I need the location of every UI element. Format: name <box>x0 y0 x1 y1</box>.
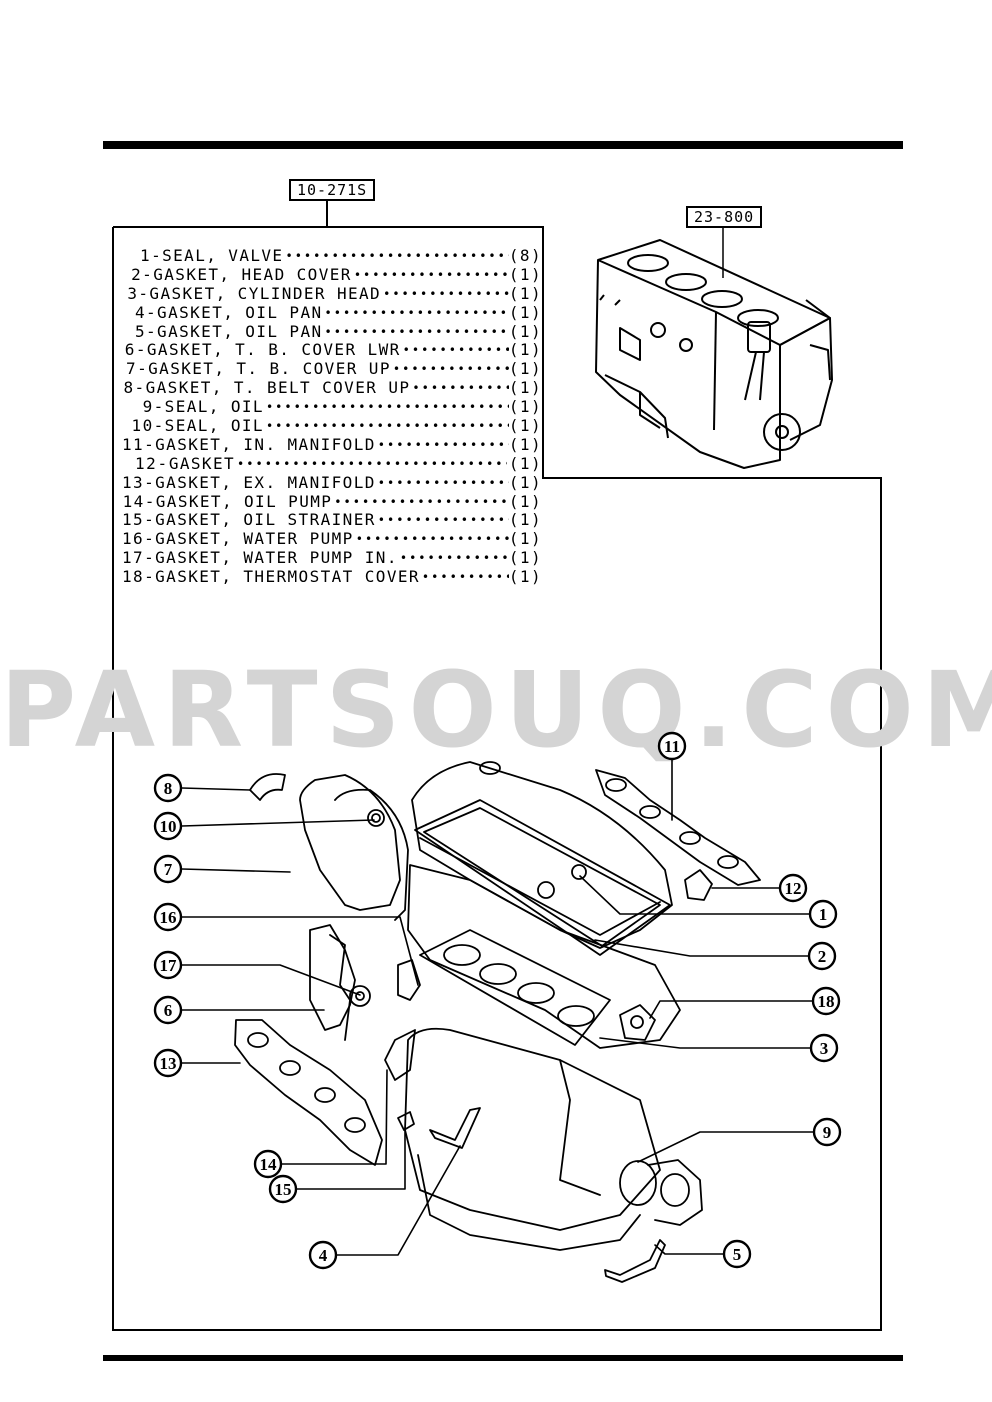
callout-5[interactable]: 5 <box>722 1239 752 1269</box>
oil-pan-gasket-front-shape <box>429 1107 481 1149</box>
svg-text:13: 13 <box>160 1054 177 1073</box>
top-rule <box>103 141 903 149</box>
oil-pump-gasket-shape <box>384 1029 416 1081</box>
list-item[interactable]: 9-SEAL, OIL•••••••••••••••••••••••••••••… <box>142 397 542 417</box>
gasket-12-shape <box>684 869 713 901</box>
callout-14[interactable]: 14 <box>253 1149 283 1179</box>
callout-8[interactable]: 8 <box>153 773 183 803</box>
callout-16[interactable]: 16 <box>153 902 183 932</box>
callout-1[interactable]: 1 <box>808 899 838 929</box>
list-item[interactable]: 3-GASKET, CYLINDER HEAD•••••••••••••••••… <box>127 283 542 303</box>
callout-9[interactable]: 9 <box>812 1117 842 1147</box>
list-item[interactable]: 10-SEAL, OIL••••••••••••••••••••••••••••… <box>131 416 542 436</box>
head-cover-gasket-shape <box>414 799 671 956</box>
svg-text:15: 15 <box>275 1180 292 1199</box>
callout-13[interactable]: 13 <box>153 1048 183 1078</box>
callout-12[interactable]: 12 <box>778 873 808 903</box>
engine-block-shape <box>404 1027 661 1231</box>
callout-15[interactable]: 15 <box>268 1174 298 1204</box>
water-pump-gasket-shape <box>397 959 421 1001</box>
list-item[interactable]: 15-GASKET, OIL STRAINER•••••••••••••••••… <box>122 510 542 530</box>
cylinder-head-gasket-shape <box>419 929 611 1046</box>
callout-7[interactable]: 7 <box>153 854 183 884</box>
list-item[interactable]: 11-GASKET, IN. MANIFOLD•••••••••••••••••… <box>122 434 542 454</box>
list-item[interactable]: 16-GASKET, WATER PUMP•••••••••••••••••••… <box>122 529 542 549</box>
svg-text:18: 18 <box>818 992 835 1011</box>
callout-18[interactable]: 18 <box>811 986 841 1016</box>
svg-text:4: 4 <box>319 1246 328 1265</box>
timing-cover-upper-shape <box>299 774 401 911</box>
oil-strainer-gasket-shape <box>397 1111 415 1131</box>
list-item[interactable]: 13-GASKET, EX. MANIFOLD•••••••••••••••••… <box>122 472 542 492</box>
parts-list: 1-SEAL, VALVE•••••••••••••••••••••••••••… <box>122 246 542 587</box>
bottom-rule <box>103 1355 903 1361</box>
svg-text:10: 10 <box>160 817 177 836</box>
callout-3[interactable]: 3 <box>809 1033 839 1063</box>
svg-text:17: 17 <box>160 956 178 975</box>
exhaust-manifold-gasket-shape <box>234 1019 383 1166</box>
svg-text:16: 16 <box>160 908 177 927</box>
list-item[interactable]: 14-GASKET, OIL PUMP•••••••••••••••••••••… <box>122 491 542 511</box>
list-item[interactable]: 18-GASKET, THERMOSTAT COVER•••••••••••••… <box>122 567 542 587</box>
callout-10[interactable]: 10 <box>153 811 183 841</box>
kit-reference-box[interactable]: 10-271S <box>289 179 376 201</box>
list-item[interactable]: 1-SEAL, VALVE•••••••••••••••••••••••••••… <box>140 246 542 265</box>
callout-17[interactable]: 17 <box>153 950 183 980</box>
svg-text:2: 2 <box>818 947 827 966</box>
callout-4[interactable]: 4 <box>308 1240 338 1270</box>
rear-oil-seal-shape <box>619 1160 657 1206</box>
thermostat-gasket-shape <box>619 1004 656 1041</box>
oil-pan-gasket-rear-shape <box>604 1239 666 1283</box>
callouts: 8 10 7 16 17 6 13 14 15 4 11 12 1 2 18 3… <box>153 731 842 1270</box>
list-item[interactable]: 17-GASKET, WATER PUMP IN.•••••••••••••••… <box>122 548 542 568</box>
svg-text:12: 12 <box>785 879 802 898</box>
head-cover-shape <box>411 761 673 949</box>
svg-text:5: 5 <box>733 1245 742 1264</box>
list-item[interactable]: 12-GASKET••••••••••••••••••••••••••••••(… <box>135 453 542 473</box>
belt-cover-gasket-shape <box>249 773 286 801</box>
svg-text:7: 7 <box>164 860 173 879</box>
list-item[interactable]: 5-GASKET, OIL PAN•••••••••••••••••••••••… <box>134 321 542 341</box>
list-item[interactable]: 7-GASKET, T. B. COVER UP••••••••••••••••… <box>126 359 542 379</box>
watermark: PARTSOUQ.COM <box>0 649 992 771</box>
callout-6[interactable]: 6 <box>153 995 183 1025</box>
callout-11[interactable]: 11 <box>657 731 687 761</box>
svg-text:8: 8 <box>164 779 173 798</box>
list-item[interactable]: 4-GASKET, OIL PAN•••••••••••••••••••••••… <box>134 302 542 322</box>
svg-text:9: 9 <box>823 1123 832 1142</box>
list-item[interactable]: 2-GASKET, HEAD COVER••••••••••••••••••••… <box>131 264 542 284</box>
callout-2[interactable]: 2 <box>807 941 837 971</box>
cylinder-head-shape <box>407 864 681 1049</box>
svg-text:14: 14 <box>260 1155 278 1174</box>
list-item[interactable]: 8-GASKET, T. BELT COVER UP••••••••••••••… <box>123 378 542 398</box>
block-reference-box[interactable]: 23-800 <box>686 206 763 228</box>
svg-text:11: 11 <box>664 737 680 756</box>
svg-text:6: 6 <box>164 1001 173 1020</box>
svg-text:3: 3 <box>820 1039 829 1058</box>
list-item[interactable]: 6-GASKET, T. B. COVER LWR•••••••••••••••… <box>124 340 542 360</box>
intake-manifold-gasket-shape <box>595 769 761 886</box>
svg-text:1: 1 <box>819 905 828 924</box>
